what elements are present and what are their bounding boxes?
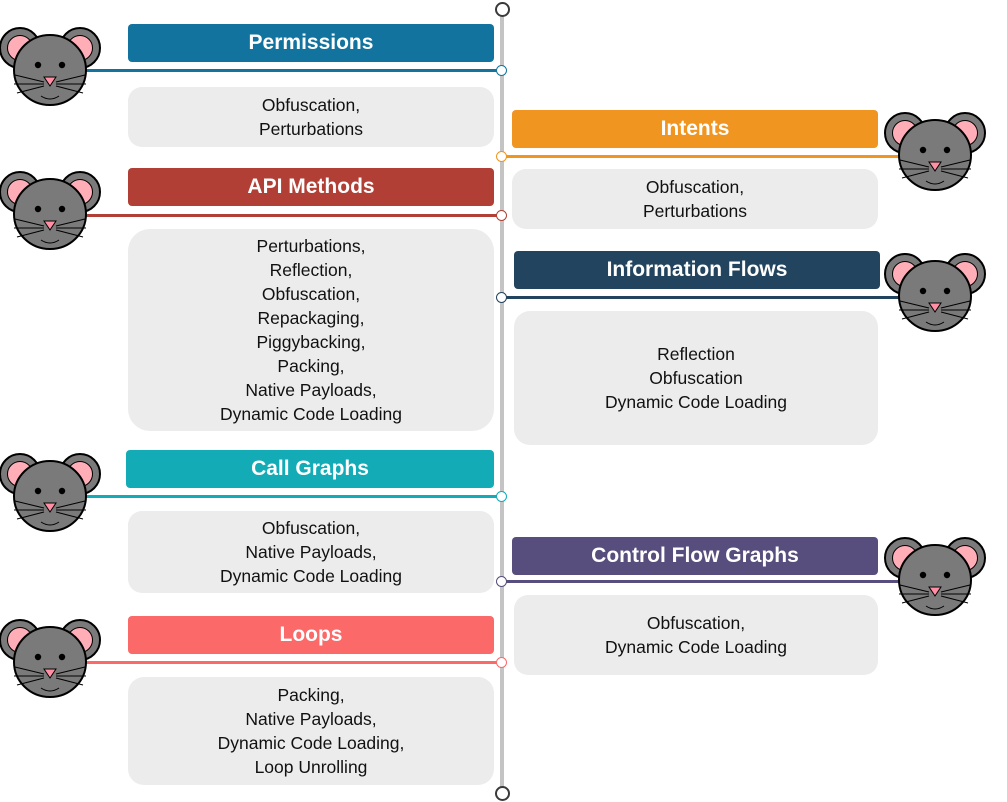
timeline-axis [500, 14, 504, 788]
technique-item: Obfuscation [649, 368, 743, 388]
techniques-box: Obfuscation, Perturbations [512, 169, 878, 229]
technique-item: Native Payloads, [245, 709, 377, 729]
technique-item: Reflection, [269, 260, 353, 280]
technique-item: Obfuscation, [261, 95, 361, 115]
category-header: Permissions [128, 24, 494, 62]
technique-item: Obfuscation, [261, 284, 361, 304]
timeline-dot [496, 65, 507, 76]
connector-line [60, 69, 500, 72]
techniques-box: Packing, Native Payloads, Dynamic Code L… [128, 677, 494, 785]
technique-item: Perturbations [642, 201, 748, 221]
timeline-dot [496, 210, 507, 221]
technique-item: Dynamic Code Loading [605, 637, 787, 657]
connector-line [60, 495, 500, 498]
techniques-box: Reflection Obfuscation Dynamic Code Load… [514, 311, 878, 445]
techniques-box: Perturbations, Reflection, Obfuscation, … [128, 229, 494, 431]
timeline-start-marker [495, 2, 510, 17]
technique-item: Native Payloads, [245, 542, 377, 562]
technique-item: Dynamic Code Loading [220, 566, 402, 586]
category-header: API Methods [128, 168, 494, 206]
category-header: Loops [128, 616, 494, 654]
technique-item: Packing, [277, 356, 345, 376]
techniques-box: Obfuscation, Dynamic Code Loading [514, 595, 878, 675]
connector-line [504, 155, 904, 158]
category-label: Intents [660, 117, 730, 140]
mouse-icon [884, 112, 986, 191]
technique-item: Dynamic Code Loading [605, 392, 787, 412]
connector-line [504, 296, 904, 299]
category-label: Information Flows [606, 258, 788, 281]
mouse-icon [0, 171, 101, 250]
connector-line [60, 214, 500, 217]
technique-item: Reflection [657, 344, 735, 364]
mouse-icon [884, 253, 986, 332]
mouse-icon [0, 27, 101, 106]
technique-item: Piggybacking, [256, 332, 366, 352]
timeline-end-marker [495, 786, 510, 801]
timeline-dot [496, 576, 507, 587]
connector-line [60, 661, 500, 664]
category-header: Information Flows [514, 251, 880, 289]
connector-line [504, 580, 904, 583]
category-label: API Methods [247, 175, 375, 198]
technique-item: Native Payloads, [245, 380, 377, 400]
category-label: Loops [279, 623, 343, 646]
mouse-icon [0, 619, 101, 698]
technique-item: Perturbations [258, 119, 364, 139]
technique-item: Perturbations, [256, 236, 366, 256]
techniques-box: Obfuscation, Perturbations [128, 87, 494, 147]
timeline-dot [496, 151, 507, 162]
technique-item: Dynamic Code Loading, [217, 733, 405, 753]
timeline-dot [496, 657, 507, 668]
technique-item: Dynamic Code Loading [220, 404, 402, 424]
category-header: Intents [512, 110, 878, 148]
category-header: Call Graphs [126, 450, 494, 488]
technique-item: Packing, [277, 685, 345, 705]
technique-item: Obfuscation, [261, 518, 361, 538]
category-label: Control Flow Graphs [591, 544, 799, 567]
category-label: Permissions [248, 31, 374, 54]
techniques-box: Obfuscation, Native Payloads, Dynamic Co… [128, 511, 494, 593]
category-label: Call Graphs [251, 457, 369, 480]
mouse-icon [0, 453, 101, 532]
mouse-icon [884, 537, 986, 616]
category-header: Control Flow Graphs [512, 537, 878, 575]
technique-item: Obfuscation, [646, 613, 746, 633]
technique-item: Repackaging, [257, 308, 365, 328]
technique-item: Loop Unrolling [254, 757, 368, 777]
timeline-dot [496, 491, 507, 502]
timeline-dot [496, 292, 507, 303]
technique-item: Obfuscation, [645, 177, 745, 197]
